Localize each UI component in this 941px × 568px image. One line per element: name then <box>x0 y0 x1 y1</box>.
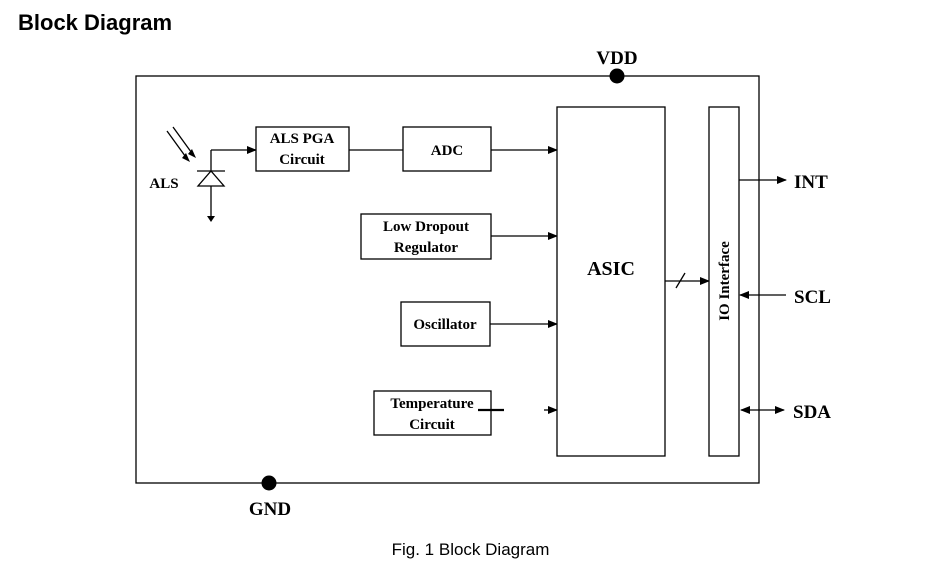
vdd-pin-label: VDD <box>596 48 637 69</box>
light-rays-icon <box>166 126 196 162</box>
ldo-block <box>360 213 492 260</box>
temperature-block <box>373 390 492 436</box>
scl-pin-label: SCL <box>794 287 831 308</box>
io-interface-label: IO Interface <box>717 241 733 321</box>
asic-block <box>556 106 666 457</box>
als-pga-label-line2: Circuit <box>279 152 325 168</box>
oscillator-block <box>400 301 491 347</box>
temperature-label-line1: Temperature <box>390 396 474 412</box>
chip-outline <box>135 75 760 484</box>
adc-label: ADC <box>431 143 464 159</box>
asic-label: ASIC <box>587 258 635 280</box>
temperature-label-line2: Circuit <box>409 417 455 433</box>
ldo-label-line2: Regulator <box>394 240 458 256</box>
int-pin-label: INT <box>794 172 828 193</box>
oscillator-label: Oscillator <box>413 317 477 333</box>
page-heading: Block Diagram <box>18 10 173 35</box>
vdd-pin-dot <box>609 68 625 84</box>
block-diagram: VDD GND ALS ALS PGA Circuit ADC Low Drop… <box>135 48 831 520</box>
als-pga-label-line1: ALS PGA <box>270 131 335 147</box>
gnd-pin-label: GND <box>249 499 291 520</box>
sda-pin-label: SDA <box>793 402 831 423</box>
als-sensor-label: ALS <box>149 176 178 192</box>
figure-caption: Fig. 1 Block Diagram <box>391 540 550 559</box>
photodiode-icon <box>196 150 226 222</box>
gnd-pin-dot <box>261 475 277 491</box>
adc-block <box>402 126 492 172</box>
io-interface-block <box>708 106 740 457</box>
als-pga-block <box>255 126 350 172</box>
ldo-label-line1: Low Dropout <box>383 219 469 235</box>
